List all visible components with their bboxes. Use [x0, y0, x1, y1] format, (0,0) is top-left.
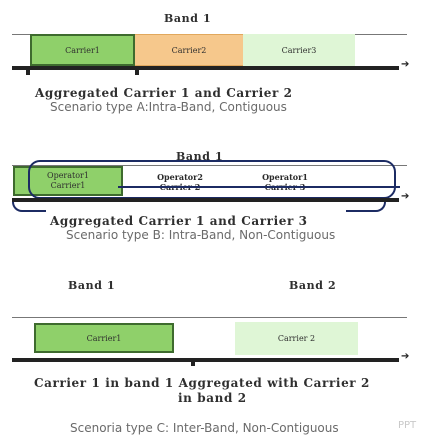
baseline-tick-mid-c — [191, 358, 195, 366]
carrier1-label-c: Carrier1 — [86, 333, 122, 343]
caption-b-line1: Aggregated Carrier 1 and Carrier 3 — [50, 214, 308, 228]
band-top-line-c — [12, 317, 407, 318]
caption-a-line2: Scenario type A:Intra-Band, Contiguous — [50, 100, 287, 114]
curve-right-b — [346, 202, 386, 212]
baseline-tick-mid-a — [135, 66, 139, 75]
arrow-right-b: ➔ — [401, 191, 410, 202]
curve-left-b — [12, 202, 46, 212]
caption-c-line2: in band 2 — [178, 391, 247, 405]
arrow-right-c: ➔ — [401, 351, 410, 362]
band-container-b — [28, 160, 396, 199]
operator2-label-b: Operator2 — [157, 172, 203, 182]
operator1-label-b: Operator1 — [47, 171, 89, 180]
baseline-c — [12, 358, 399, 362]
band-label-a: Band 1 — [164, 12, 212, 25]
caption-c-line1: Carrier 1 in band 1 Aggregated with Carr… — [34, 376, 370, 390]
carrier1-label-b: Carrier1 — [50, 181, 86, 190]
band2-label-c: Band 2 — [289, 279, 337, 292]
watermark: PPT — [398, 420, 417, 431]
carrier2-label-a: Carrier2 — [171, 45, 207, 55]
carrier2-box-a: Carrier2 — [135, 34, 243, 66]
carrier3-box-a: Carrier3 — [243, 34, 355, 66]
band-top-line-b — [12, 165, 407, 166]
arrow-right-a: ➔ — [401, 59, 410, 70]
baseline-a — [12, 66, 399, 70]
band1-label-c: Band 1 — [68, 279, 116, 292]
operator1b-label-b: Operator1 — [262, 172, 308, 182]
carrier2-label-c: Carrier 2 — [277, 334, 316, 343]
caption-a-line1: Aggregated Carrier 1 and Carrier 2 — [35, 86, 293, 100]
carrier1-box-a: Carrier1 — [30, 34, 135, 66]
carrier2-box-c: Carrier 2 — [235, 322, 358, 355]
mid-line-b — [118, 186, 400, 188]
baseline-tick-left-a — [26, 66, 30, 75]
carrier1-box-c: Carrier1 — [34, 323, 174, 353]
baseline-b — [12, 198, 399, 202]
carrier1-label-a: Carrier1 — [65, 45, 100, 55]
band-label-b: Band 1 — [176, 150, 224, 163]
caption-c-line3: Scenoria type C: Inter-Band, Non-Contigu… — [70, 421, 339, 435]
caption-b-line2: Scenario type B: Intra-Band, Non-Contigu… — [66, 228, 336, 242]
carrier3-label-a: Carrier3 — [281, 45, 317, 55]
